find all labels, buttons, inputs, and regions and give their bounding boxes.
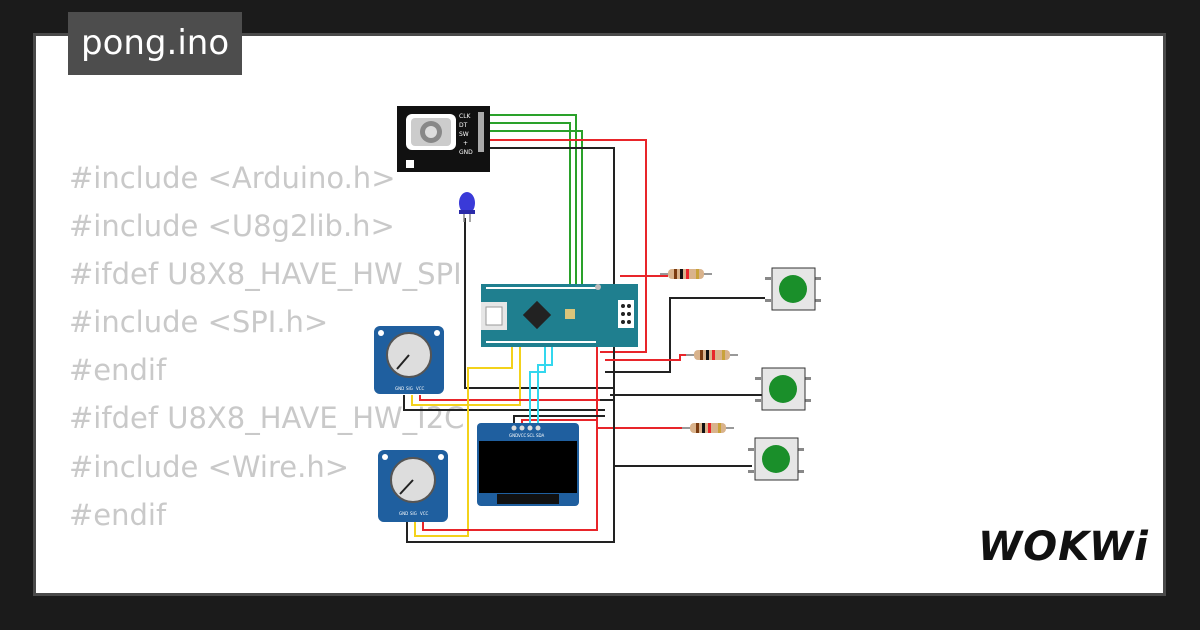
push-button-1[interactable] [765,267,821,311]
pot1-pin-gnd: GND [395,386,404,391]
encoder-pin-vcc: + [463,140,468,147]
potentiometer-2[interactable]: GND SIG VCC [378,450,448,522]
encoder-pin-sw: SW [459,131,469,138]
encoder-pin-dt: DT [459,122,468,129]
pot2-pin-vcc: VCC [420,511,429,516]
wokwi-logo: WOKWi [978,524,1149,570]
oled-pin-gnd: GND [509,433,518,438]
project-card: #include <Arduino.h> #include <U8g2lib.h>… [33,33,1166,596]
sketch-filename: pong.ino [68,12,243,75]
encoder-pin-labels: CLK DT SW + GND [459,113,473,156]
code-line: #include <Wire.h> [69,449,350,484]
arduino-nano[interactable] [481,284,638,347]
resistor-1[interactable] [660,269,712,279]
pot2-pin-gnd: GND [399,511,408,516]
code-preview: #include <Arduino.h> #include <U8g2lib.h>… [69,154,465,593]
push-button-3[interactable] [748,437,804,481]
oled-display[interactable]: GND VCC SCL SDA [477,423,579,506]
code-line: #endif [69,353,167,388]
pot2-pin-sig: SIG [410,511,417,516]
potentiometer-1[interactable]: GND SIG VCC [374,326,444,394]
push-button-2[interactable] [755,367,811,411]
blue-led[interactable] [459,192,475,222]
resistor-2[interactable] [686,350,738,360]
encoder-pin-gnd: GND [459,149,473,156]
oled-pin-scl: SCL [527,433,535,438]
code-line: #ifdef U8X8_HAVE_HW_SPI [69,257,462,292]
pot1-pin-sig: SIG [406,386,413,391]
oled-pin-sda: SDA [536,433,545,438]
wires [403,114,765,543]
oled-pin-vcc: VCC [518,433,527,438]
code-line: #endif [69,497,167,532]
code-line: #ifdef U8X8_HAVE_HW_I2C [69,401,465,436]
code-line: #include <Arduino.h> [69,161,396,195]
resistor-3[interactable] [682,423,734,433]
code-line: #include <SPI.h> [69,305,329,340]
rotary-encoder[interactable]: CLK DT SW + GND [397,106,490,172]
encoder-pin-clk: CLK [459,113,472,120]
pot1-pin-vcc: VCC [416,386,425,391]
code-line: #include <U8g2lib.h> [69,209,395,244]
